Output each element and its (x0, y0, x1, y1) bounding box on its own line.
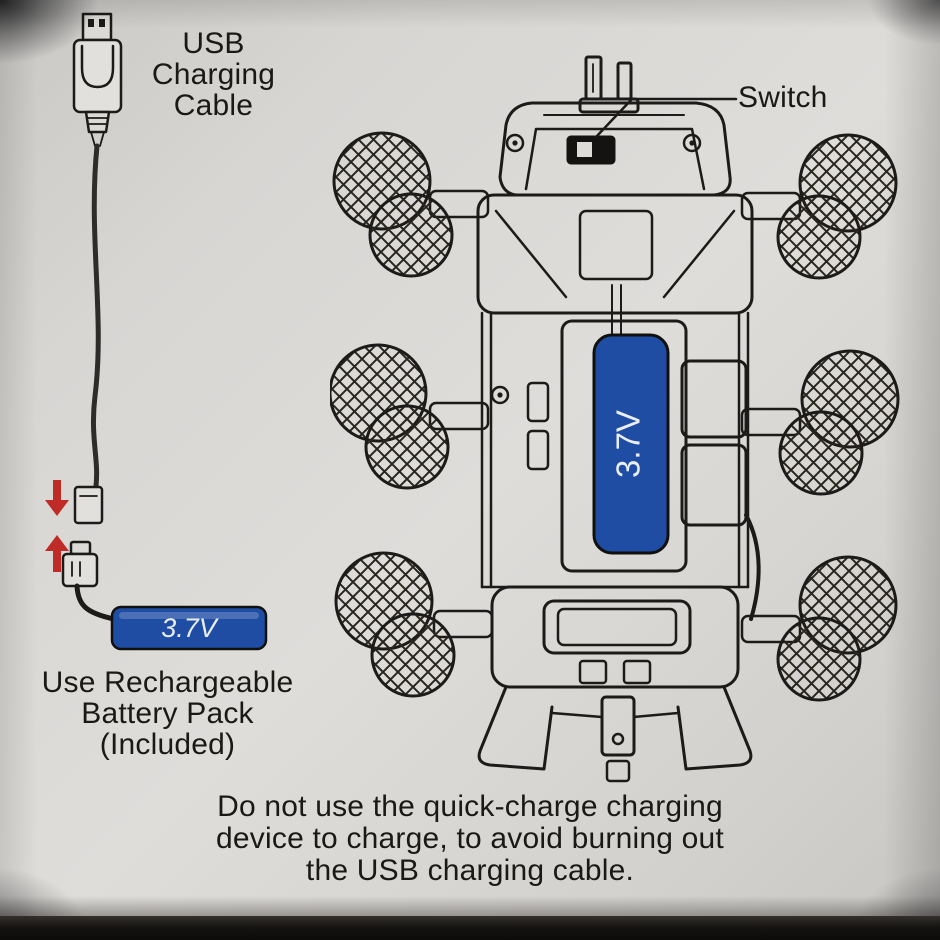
warning-line: Do not use the quick-charge charging (217, 790, 723, 823)
power-switch (566, 135, 616, 165)
photo-bottom-edge (0, 916, 940, 940)
wheel (776, 555, 898, 702)
usb-cable-label: USB Charging Cable (146, 28, 281, 121)
battery-note-line: (Included) (99, 728, 236, 761)
wheel (778, 349, 900, 496)
cable-battery: 3.7V (110, 605, 268, 651)
car-battery: 3.7V (592, 333, 670, 555)
battery-plug (61, 540, 99, 588)
rear-deck (490, 585, 740, 689)
switch-label: Switch (738, 81, 828, 114)
usb-label-line: Charging (151, 58, 276, 91)
screw-icon (505, 133, 525, 153)
battery-note-line: Use Rechargeable (41, 666, 294, 699)
wheel (330, 343, 450, 490)
usb-label-line: USB (182, 27, 245, 60)
usb-connector-icon (72, 12, 123, 147)
wheel (776, 133, 898, 280)
car-battery-voltage: 3.7V (610, 410, 647, 478)
charge-port-connector (73, 485, 104, 525)
usb-cable-wire (90, 143, 101, 489)
rear-bumper (477, 685, 753, 783)
car-top-view-diagram: 3.7V (330, 55, 900, 783)
screw-icon (490, 385, 510, 405)
battery-pack-note: Use Rechargeable Battery Pack (Included) (10, 667, 325, 760)
switch-pointer-line (594, 97, 738, 139)
photo-bottom-shadow (0, 896, 940, 916)
screw-icon (682, 133, 702, 153)
warning-text: Do not use the quick-charge charging dev… (140, 791, 800, 887)
warning-line: the USB charging cable. (305, 854, 635, 887)
wheel (332, 131, 454, 278)
usb-label-line: Cable (173, 89, 254, 122)
battery-wire (74, 583, 117, 622)
down-arrow-icon (45, 480, 69, 516)
wheel (334, 551, 456, 698)
battery-note-line: Battery Pack (81, 697, 254, 730)
warning-line: device to charge, to avoid burning out (216, 822, 724, 855)
cable-battery-voltage: 3.7V (161, 613, 220, 643)
shoulder-deck (476, 193, 754, 338)
